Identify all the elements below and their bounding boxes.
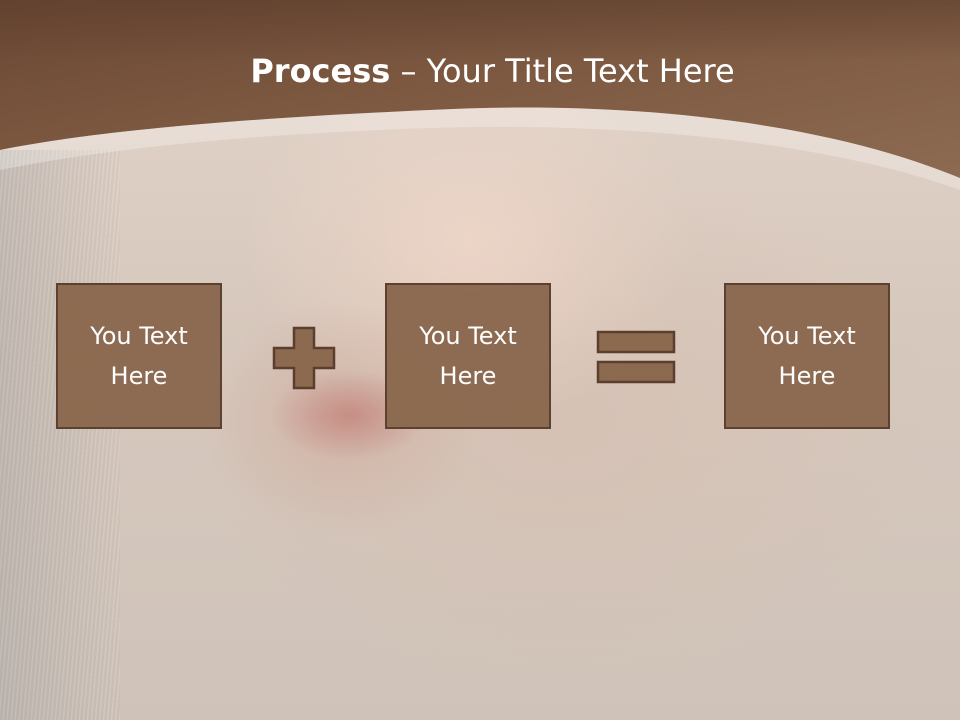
title-bold: Process <box>250 52 391 90</box>
process-box-1: You Text Here <box>56 283 222 429</box>
process-box-2: You Text Here <box>385 283 551 429</box>
slide-title: Process – Your Title Text Here <box>0 52 960 90</box>
process-box-2-text: You Text Here <box>419 322 517 390</box>
process-box-3-text: You Text Here <box>758 322 856 390</box>
process-box-1-text: You Text Here <box>90 322 188 390</box>
title-rest: – Your Title Text Here <box>390 52 735 90</box>
header-band <box>0 0 960 190</box>
background-hair <box>0 150 120 720</box>
equals-icon <box>596 330 676 384</box>
plus-icon <box>272 326 336 390</box>
process-box-3: You Text Here <box>724 283 890 429</box>
